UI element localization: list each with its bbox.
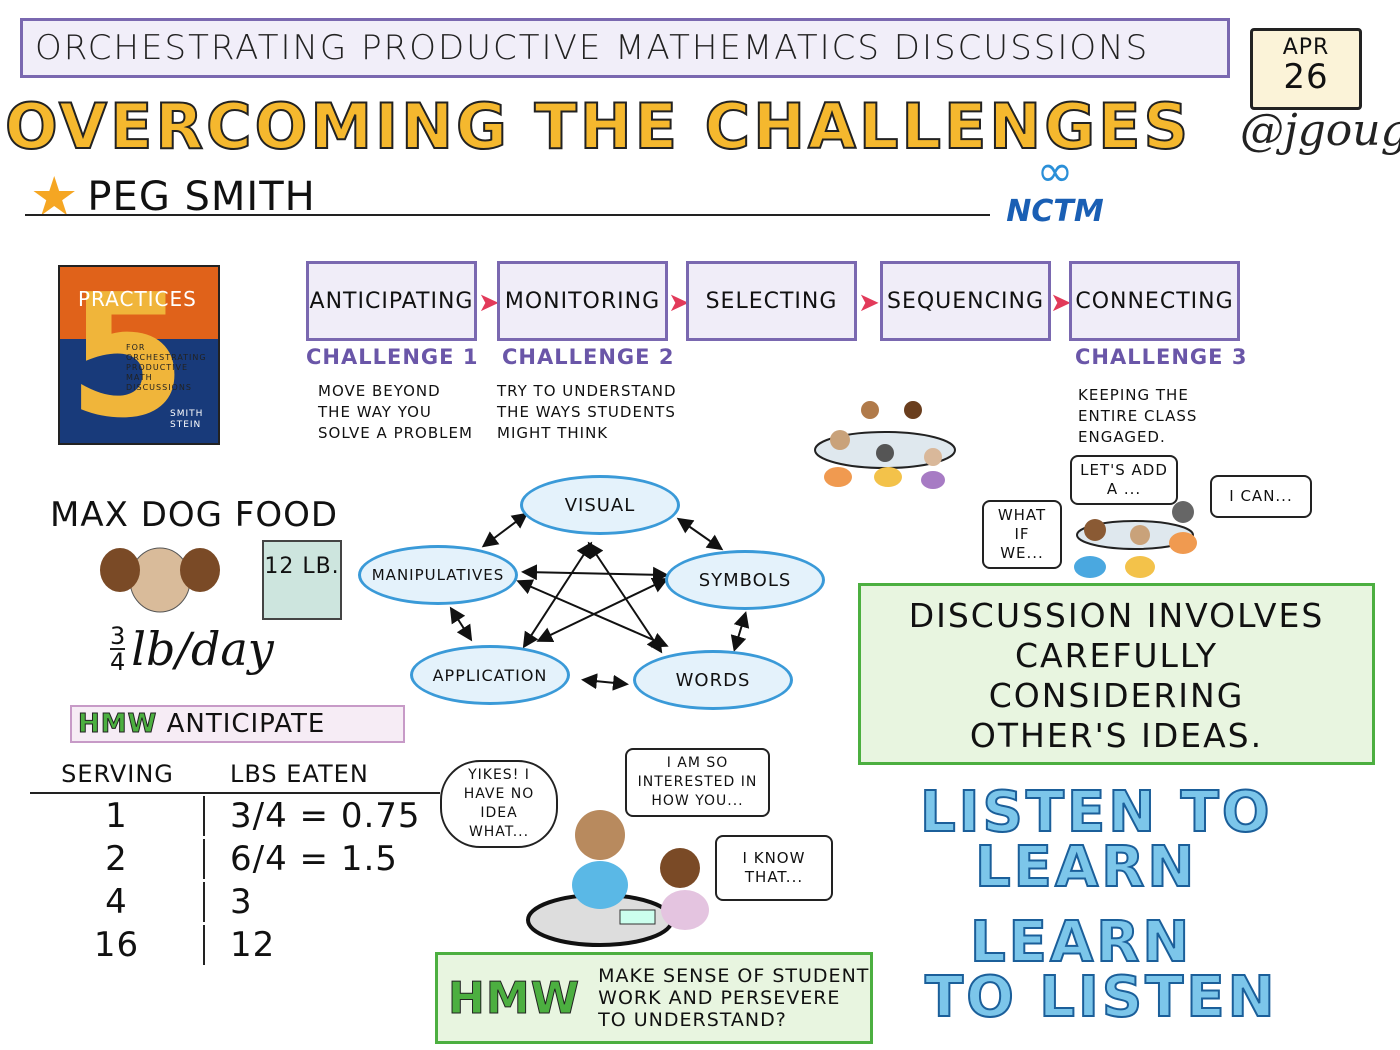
book-subtitle: For Orchestrating Productive Math Discus… <box>126 343 207 392</box>
speech-bubble-add: Let's add a ... <box>1070 455 1178 505</box>
date-day: 26 <box>1283 57 1329 97</box>
teacher-student-illustration <box>526 810 709 947</box>
hmw-make-sense-box: HMW Make sense of student work and perse… <box>435 952 873 1044</box>
speaker: ★ Peg Smith <box>30 165 316 228</box>
rep-visual: Visual <box>520 475 680 535</box>
arrow-right-icon: ➤ <box>1050 288 1072 318</box>
title-banner: Orchestrating Productive Mathematics Dis… <box>20 18 1230 78</box>
star-icon: ★ <box>30 165 80 228</box>
dog-icon <box>100 547 220 613</box>
challenge-2-label: Challenge 2 <box>502 345 675 369</box>
book-cover: 5 Practices For Orchestrating Productive… <box>58 265 220 445</box>
listen-to: Listen to <box>919 779 1273 846</box>
practice-monitoring: Monitoring <box>497 261 668 341</box>
classroom-illustration <box>814 401 956 489</box>
rep-symbols: Symbols <box>665 550 825 610</box>
discussion-box: Discussion involvescarefullyconsideringo… <box>858 583 1375 765</box>
practice-connecting: Connecting <box>1069 261 1240 341</box>
hmw-text: Make sense of student work and persevere… <box>598 965 870 1031</box>
book-number: 5 <box>68 265 187 445</box>
thought-bubble-yikes: Yikes! I have no idea what... <box>440 760 558 848</box>
main-heading: Overcoming the Challenges <box>4 89 1192 164</box>
challenge-3-desc: Keeping theentire classengaged. <box>1078 386 1198 446</box>
practice-sequencing: Sequencing <box>880 261 1051 341</box>
date-month: Apr <box>1282 35 1330 60</box>
speech-bubble-know: I know that... <box>715 835 833 901</box>
nctm-logo: ∞ NCTM <box>1005 146 1105 230</box>
nctm-text: NCTM <box>1006 194 1104 229</box>
group-illustration <box>1074 501 1197 578</box>
challenge-2-desc: Try to understandthe ways studentsmight … <box>497 382 677 442</box>
author-handle: @jgough <box>1240 105 1400 156</box>
date-card: Apr 26 <box>1250 28 1362 110</box>
arrow-right-icon: ➤ <box>858 288 880 318</box>
rep-application: Application <box>410 645 570 705</box>
practice-anticipating: Anticipating <box>306 261 477 341</box>
divider <box>25 214 990 216</box>
speech-bubble-interested: I am so interested in how you... <box>625 748 770 817</box>
rep-words: Words <box>633 650 793 710</box>
challenge-1-label: Challenge 1 <box>306 345 479 369</box>
representation-arrows <box>449 512 750 691</box>
speaker-name: Peg Smith <box>87 173 316 220</box>
practice-selecting: Selecting <box>686 261 857 341</box>
book-title: Practices <box>78 287 197 311</box>
hmw-label: HMW <box>447 972 581 1024</box>
learn-2: Learn <box>969 909 1193 976</box>
book-authors: Smith Stein <box>170 409 204 430</box>
learn-1: Learn <box>974 834 1198 901</box>
challenge-3-label: Challenge 3 <box>1075 345 1248 369</box>
serving-table: ServingLbs eaten 13/4 = 0.75 26/4 = 1.5 … <box>30 760 440 966</box>
dog-food-title: Max Dog Food <box>50 495 339 535</box>
infinity-icon: ∞ <box>1036 146 1074 197</box>
challenge-1-desc: Move beyondthe way YOUsolve a problem <box>318 382 473 442</box>
hmw-anticipate: HMW Anticipate <box>70 705 405 743</box>
food-bag: 12 lb. <box>262 540 342 620</box>
speech-bubble-ican: I can... <box>1210 475 1312 518</box>
to-listen: to Listen <box>924 964 1278 1031</box>
arrow-right-icon: ➤ <box>668 288 690 318</box>
arrow-right-icon: ➤ <box>478 288 500 318</box>
table-header: ServingLbs eaten <box>30 760 440 794</box>
rep-manipulatives: Manipulatives <box>358 545 518 605</box>
speech-bubble-whatif: What if we... <box>982 500 1062 569</box>
